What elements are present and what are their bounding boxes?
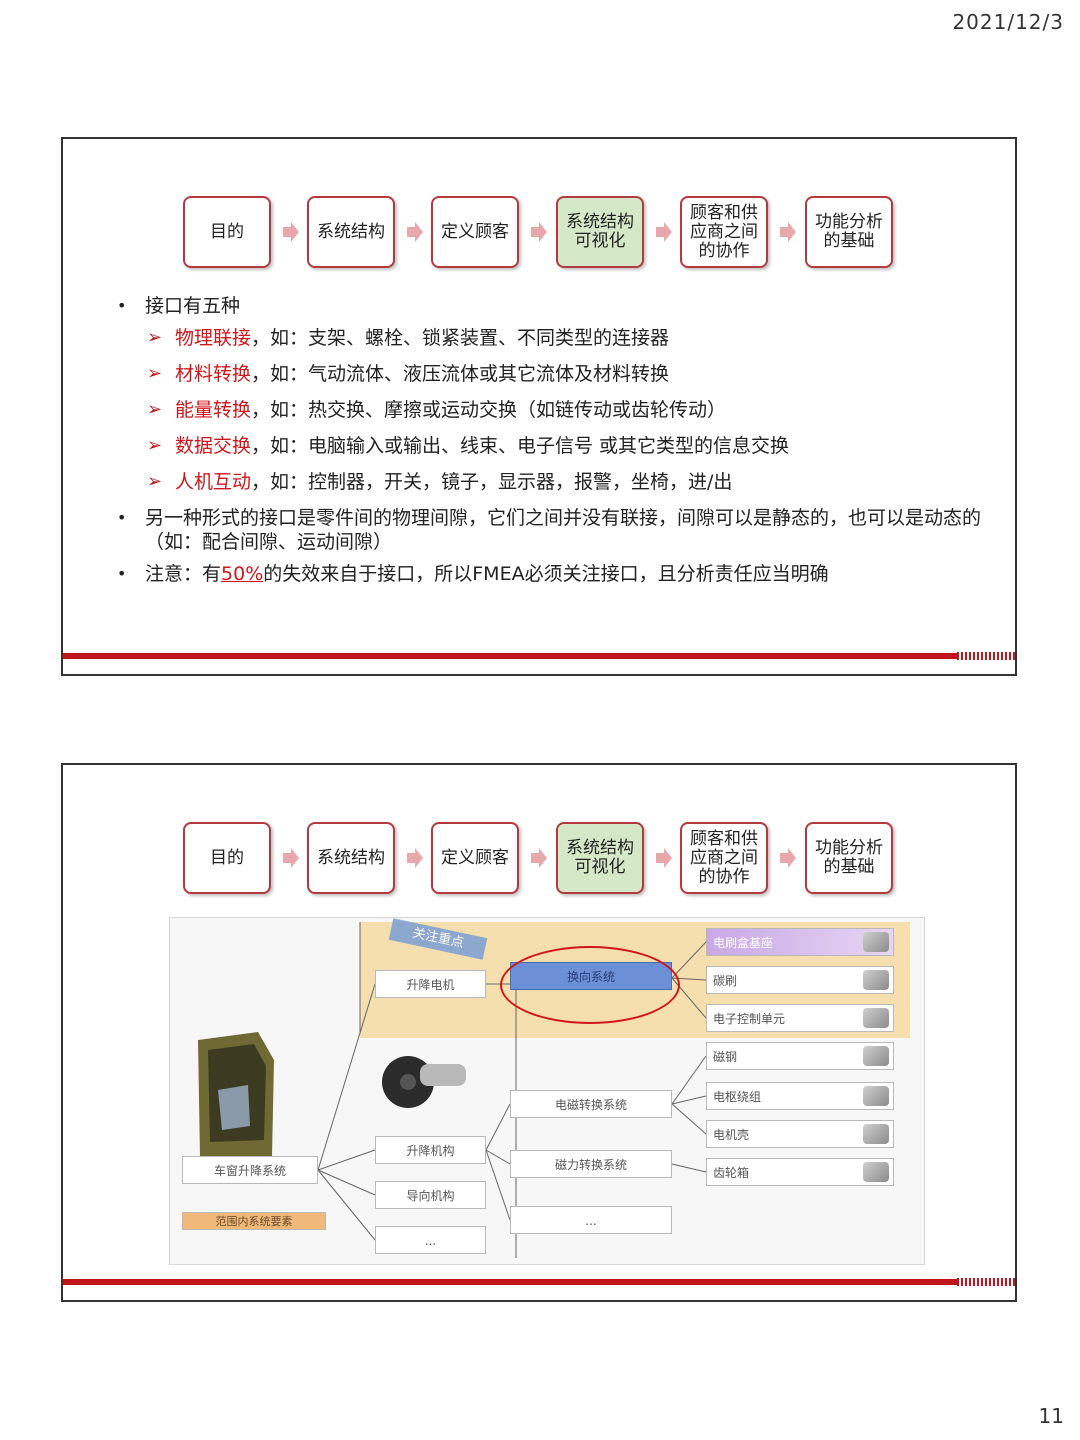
step-define-customer: 定义顾客 bbox=[431, 196, 519, 268]
slide-red-bar bbox=[63, 1279, 1015, 1285]
sub-item: ➢数据交换，如：电脑输入或输出、线束、电子信号 或其它类型的信息交换 bbox=[147, 435, 790, 457]
bullet-gap: 另一种形式的接口是零件间的物理间隙，它们之间并没有联接，间隙可以是静态的，也可以… bbox=[113, 506, 993, 554]
node-ecu: 电子控制单元 bbox=[706, 1004, 894, 1032]
node-brush-holder-base: 电刷盒基座 bbox=[706, 928, 894, 956]
car-door-image bbox=[198, 1032, 274, 1156]
step-collaboration: 顾客和供 应商之间 的协作 bbox=[680, 196, 768, 268]
node-level1-more: ... bbox=[375, 1226, 486, 1254]
step-define-customer: 定义顾客 bbox=[431, 822, 519, 894]
step-visualization: 系统结构 可视化 bbox=[556, 822, 644, 894]
node-carbon-brush: 碳刷 bbox=[706, 966, 894, 994]
step-purpose: 目的 bbox=[183, 822, 271, 894]
bullet-note: 注意：有50%的失效来自于接口，所以FMEA必须关注接口，且分析责任应当明确 bbox=[113, 562, 993, 586]
step-purpose: 目的 bbox=[183, 196, 271, 268]
flow-arrow-icon bbox=[407, 222, 423, 242]
part-thumbnail bbox=[863, 1046, 889, 1066]
chevron-right-icon: ➢ bbox=[147, 435, 163, 456]
node-root: 车窗升降系统 bbox=[182, 1156, 318, 1184]
node-armature: 电枢绕组 bbox=[706, 1082, 894, 1110]
node-magnet: 磁钢 bbox=[706, 1042, 894, 1070]
slide-red-bar bbox=[63, 653, 1015, 659]
part-thumbnail bbox=[863, 1162, 889, 1182]
legend-in-scope: 范围内系统要素 bbox=[182, 1212, 326, 1230]
flow-arrow-icon bbox=[531, 848, 547, 868]
flow-arrow-icon bbox=[780, 222, 796, 242]
flow-arrow-icon bbox=[656, 222, 672, 242]
flow-arrow-icon bbox=[531, 222, 547, 242]
flow-arrow-icon bbox=[407, 848, 423, 868]
page-date: 2021/12/3 bbox=[952, 10, 1064, 34]
page-number: 11 bbox=[1038, 1404, 1064, 1428]
part-thumbnail bbox=[863, 1124, 889, 1144]
process-flow: 目的 系统结构 定义顾客 系统结构 可视化 顾客和供 应商之间 的协作 功能分析… bbox=[183, 196, 899, 272]
flow-arrow-icon bbox=[283, 222, 299, 242]
process-flow: 目的 系统结构 定义顾客 系统结构 可视化 顾客和供 应商之间 的协作 功能分析… bbox=[183, 822, 899, 898]
node-lift-mechanism: 升降机构 bbox=[375, 1136, 486, 1164]
slide-red-bar-pattern bbox=[957, 652, 1015, 660]
step-function-analysis: 功能分析 的基础 bbox=[805, 822, 893, 894]
flow-arrow-icon bbox=[656, 848, 672, 868]
sub-item: ➢材料转换，如：气动流体、液压流体或其它流体及材料转换 bbox=[147, 363, 670, 385]
node-gearbox: 齿轮箱 bbox=[706, 1158, 894, 1186]
node-motor-housing: 电机壳 bbox=[706, 1120, 894, 1148]
step-system-structure: 系统结构 bbox=[307, 822, 395, 894]
step-collaboration: 顾客和供 应商之间 的协作 bbox=[680, 822, 768, 894]
structure-tree-diagram: 关注重点 车窗升降系统 范围内系统要素 升降电机 升降机构 bbox=[169, 917, 925, 1265]
chevron-right-icon: ➢ bbox=[147, 363, 163, 384]
part-thumbnail bbox=[863, 932, 889, 952]
step-visualization: 系统结构 可视化 bbox=[556, 196, 644, 268]
node-guide-mechanism: 导向机构 bbox=[375, 1181, 486, 1209]
slide-2: 目的 系统结构 定义顾客 系统结构 可视化 顾客和供 应商之间 的协作 功能分析… bbox=[61, 763, 1017, 1302]
highlight-circle bbox=[500, 946, 680, 1024]
part-thumbnail bbox=[863, 970, 889, 990]
chevron-right-icon: ➢ bbox=[147, 471, 163, 492]
node-level2-more: ... bbox=[510, 1206, 672, 1234]
motor-image bbox=[382, 1056, 466, 1108]
slide-1: 目的 系统结构 定义顾客 系统结构 可视化 顾客和供 应商之间 的协作 功能分析… bbox=[61, 137, 1017, 676]
sub-item: ➢能量转换，如：热交换、摩擦或运动交换（如链传动或齿轮传动） bbox=[147, 399, 727, 421]
bullet-list: 接口有五种 ➢物理联接，如：支架、螺栓、锁紧装置、不同类型的连接器 ➢材料转换，… bbox=[113, 294, 993, 594]
node-magnetic-system: 磁力转换系统 bbox=[510, 1150, 672, 1178]
slide-red-bar-pattern bbox=[957, 1278, 1015, 1286]
chevron-right-icon: ➢ bbox=[147, 399, 163, 420]
step-system-structure: 系统结构 bbox=[307, 196, 395, 268]
part-thumbnail bbox=[863, 1008, 889, 1028]
bullet-interfaces: 接口有五种 bbox=[113, 294, 993, 318]
step-function-analysis: 功能分析 的基础 bbox=[805, 196, 893, 268]
node-lift-motor: 升降电机 bbox=[375, 970, 486, 998]
tree-connectors bbox=[317, 922, 707, 1258]
flow-arrow-icon bbox=[283, 848, 299, 868]
part-thumbnail bbox=[863, 1086, 889, 1106]
node-electromagnetic-system: 电磁转换系统 bbox=[510, 1090, 672, 1118]
sub-item: ➢人机互动，如：控制器，开关，镜子，显示器，报警，坐椅，进/出 bbox=[147, 471, 733, 493]
chevron-right-icon: ➢ bbox=[147, 327, 163, 348]
flow-arrow-icon bbox=[780, 848, 796, 868]
sub-item: ➢物理联接，如：支架、螺栓、锁紧装置、不同类型的连接器 bbox=[147, 327, 670, 349]
